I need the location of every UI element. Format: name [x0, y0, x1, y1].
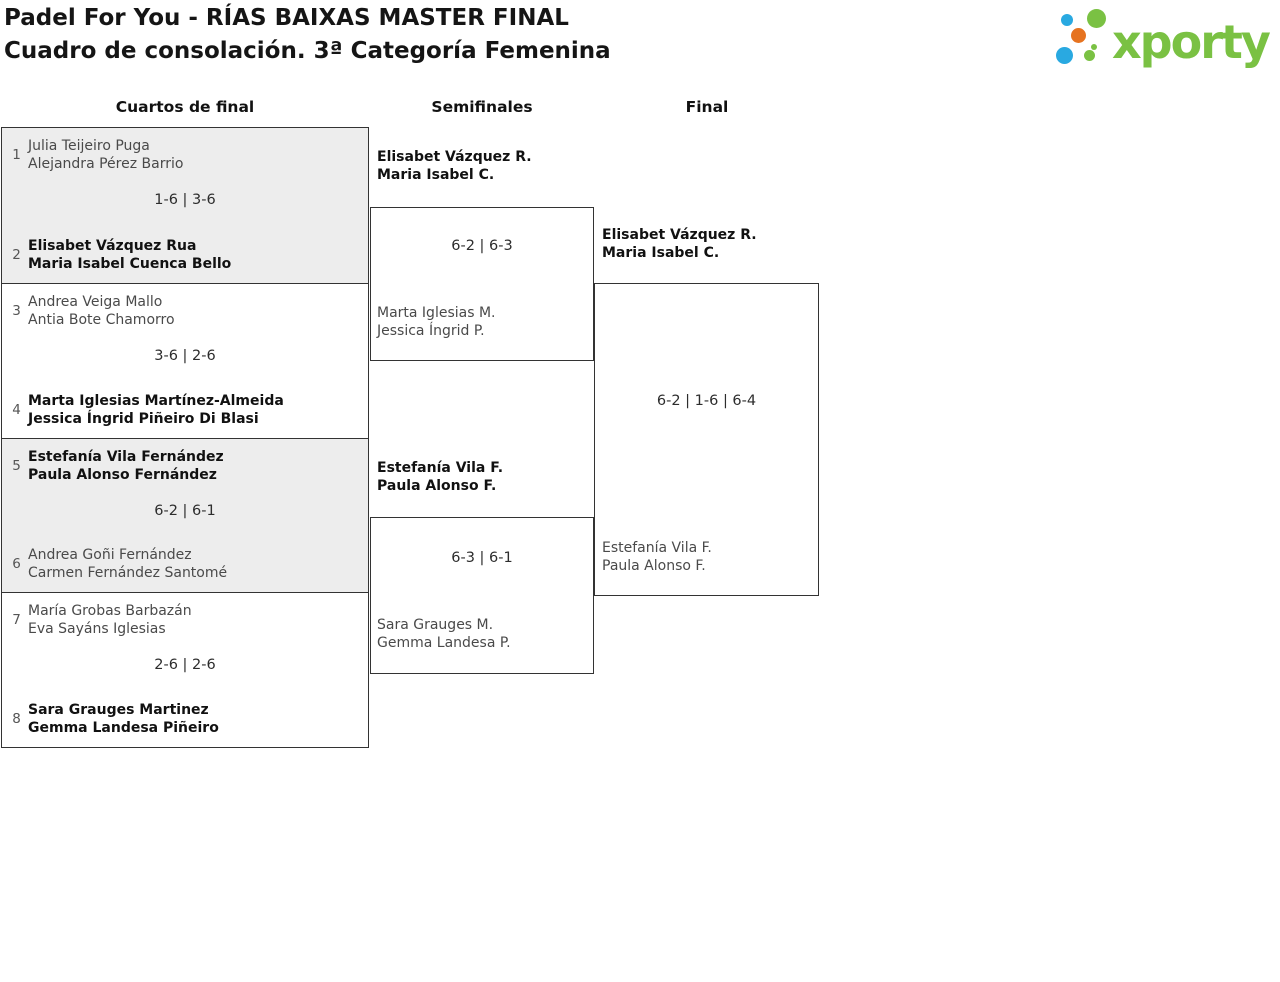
team-names: Elisabet Vázquez Rua Maria Isabel Cuenca… — [28, 237, 231, 273]
semifinal-1-bottom-team: Marta Iglesias M. Jessica Íngrid P. — [377, 304, 496, 340]
player-name: Estefanía Vila F. — [602, 540, 712, 556]
player-name: Elisabet Vázquez Rua — [28, 238, 197, 254]
semifinal-2-top-team: Estefanía Vila F. Paula Alonso F. — [377, 459, 503, 495]
team-pair: 8 Sara Grauges Martinez Gemma Landesa Pi… — [10, 701, 360, 737]
match-score: 3-6 | 2-6 — [154, 348, 216, 364]
player-name: Carmen Fernández Santomé — [28, 565, 228, 581]
player-name: Alejandra Pérez Barrio — [28, 156, 184, 172]
player-name: Elisabet Vázquez R. — [377, 149, 532, 165]
player-name: Andrea Goñi Fernández — [28, 547, 192, 563]
semifinal-match-1 — [370, 207, 594, 361]
player-name: Estefanía Vila Fernández — [28, 449, 224, 465]
final-bottom-team: Estefanía Vila F. Paula Alonso F. — [602, 539, 712, 575]
round-header-final: Final — [685, 98, 729, 116]
player-name: Sara Grauges M. — [377, 617, 494, 633]
match-score: 1-6 | 3-6 — [154, 192, 216, 208]
team-pair: 3 Andrea Veiga Mallo Antia Bote Chamorro — [10, 293, 360, 329]
player-name: Maria Isabel C. — [377, 167, 495, 183]
match-score: 6-2 | 6-3 — [451, 238, 513, 254]
logo-dot-green-small-icon — [1084, 50, 1095, 61]
semifinal-match-2 — [370, 517, 594, 674]
player-name: Elisabet Vázquez R. — [602, 227, 757, 243]
player-name: María Grobas Barbazán — [28, 603, 192, 619]
player-name: Marta Iglesias M. — [377, 305, 496, 321]
page-title-line1: Padel For You - RÍAS BAIXAS MASTER FINAL — [4, 5, 569, 31]
team-pair: 4 Marta Iglesias Martínez-Almeida Jessic… — [10, 392, 360, 428]
team-pair: 5 Estefanía Vila Fernández Paula Alonso … — [10, 448, 360, 484]
final-top-team: Elisabet Vázquez R. Maria Isabel C. — [602, 226, 757, 262]
team-names: María Grobas Barbazán Eva Sayáns Iglesia… — [28, 602, 192, 638]
team-names: Julia Teijeiro Puga Alejandra Pérez Barr… — [28, 137, 183, 173]
match-score: 6-2 | 1-6 | 6-4 — [656, 393, 757, 409]
player-name: Sara Grauges Martinez — [28, 702, 209, 718]
team-pair: 1 Julia Teijeiro Puga Alejandra Pérez Ba… — [10, 137, 360, 173]
player-name: Jessica Íngrid P. — [377, 323, 485, 339]
quarterfinal-match-1: 1 Julia Teijeiro Puga Alejandra Pérez Ba… — [1, 127, 369, 284]
player-name: Paula Alonso F. — [377, 478, 497, 494]
player-name: Marta Iglesias Martínez-Almeida — [28, 393, 284, 409]
seed-number: 6 — [12, 556, 21, 572]
match-score: 6-3 | 6-1 — [451, 550, 513, 566]
player-name: Maria Isabel C. — [602, 245, 720, 261]
final-match — [594, 283, 819, 596]
logo-dot-blue-large-icon — [1056, 47, 1073, 64]
logo-dot-green-tiny-icon — [1091, 44, 1097, 50]
team-names: Andrea Goñi Fernández Carmen Fernández S… — [28, 546, 227, 582]
player-name: Jessica Íngrid Piñeiro Di Blasi — [28, 411, 259, 427]
player-name: Eva Sayáns Iglesias — [28, 621, 166, 637]
team-names: Estefanía Vila Fernández Paula Alonso Fe… — [28, 448, 224, 484]
page-title: Padel For You - RÍAS BAIXAS MASTER FINAL… — [4, 2, 611, 68]
quarterfinal-match-3: 5 Estefanía Vila Fernández Paula Alonso … — [1, 438, 369, 593]
quarterfinal-match-4: 7 María Grobas Barbazán Eva Sayáns Igles… — [1, 592, 369, 748]
page-title-line2: Cuadro de consolación. 3ª Categoría Feme… — [4, 38, 611, 64]
logo-dot-blue-small-icon — [1061, 14, 1073, 26]
seed-number: 7 — [12, 612, 21, 628]
team-names: Andrea Veiga Mallo Antia Bote Chamorro — [28, 293, 175, 329]
team-pair: 2 Elisabet Vázquez Rua Maria Isabel Cuen… — [10, 237, 360, 273]
logo-wordmark: xporty — [1112, 15, 1271, 69]
seed-number: 5 — [12, 458, 21, 474]
xporty-logo[interactable]: xporty — [1048, 6, 1278, 76]
seed-number: 8 — [12, 711, 21, 727]
round-header-semifinales: Semifinales — [431, 98, 533, 116]
semifinal-2-bottom-team: Sara Grauges M. Gemma Landesa P. — [377, 616, 511, 652]
player-name: Paula Alonso Fernández — [28, 467, 217, 483]
team-names: Marta Iglesias Martínez-Almeida Jessica … — [28, 392, 284, 428]
match-score: 2-6 | 2-6 — [154, 657, 216, 673]
round-header-cuartos-de-final: Cuartos de final — [115, 98, 255, 116]
team-pair: 6 Andrea Goñi Fernández Carmen Fernández… — [10, 546, 360, 582]
player-name: Maria Isabel Cuenca Bello — [28, 256, 232, 272]
logo-dot-green-large-icon — [1087, 9, 1106, 28]
seed-number: 4 — [12, 402, 21, 418]
seed-number: 1 — [12, 147, 21, 163]
player-name: Gemma Landesa P. — [377, 635, 511, 651]
player-name: Julia Teijeiro Puga — [28, 138, 150, 154]
seed-number: 3 — [12, 303, 21, 319]
team-names: Sara Grauges Martinez Gemma Landesa Piñe… — [28, 701, 219, 737]
player-name: Paula Alonso F. — [602, 558, 706, 574]
player-name: Andrea Veiga Mallo — [28, 294, 163, 310]
logo-dot-orange-icon — [1071, 28, 1086, 43]
player-name: Gemma Landesa Piñeiro — [28, 720, 219, 736]
semifinal-1-top-team: Elisabet Vázquez R. Maria Isabel C. — [377, 148, 532, 184]
quarterfinal-match-2: 3 Andrea Veiga Mallo Antia Bote Chamorro… — [1, 283, 369, 439]
seed-number: 2 — [12, 247, 21, 263]
player-name: Antia Bote Chamorro — [28, 312, 175, 328]
player-name: Estefanía Vila F. — [377, 460, 504, 476]
team-pair: 7 María Grobas Barbazán Eva Sayáns Igles… — [10, 602, 360, 638]
match-score: 6-2 | 6-1 — [154, 503, 216, 519]
